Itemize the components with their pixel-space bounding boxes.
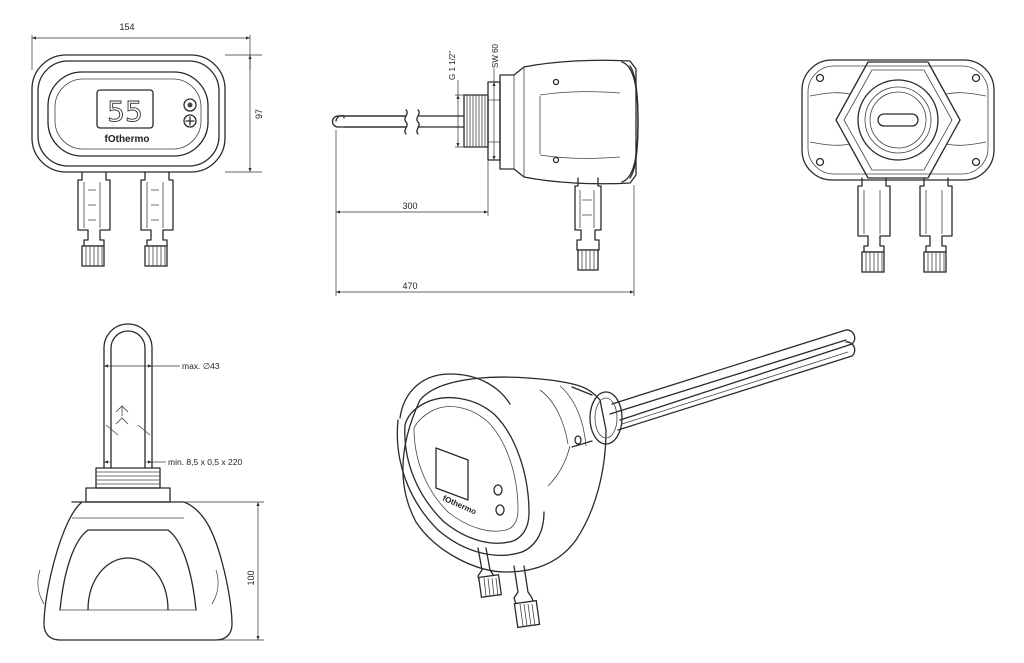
front-connector-right [140, 171, 174, 267]
front-height-dim: 97 [254, 109, 264, 119]
front-mode-button-icon [183, 98, 197, 112]
side-length-total: 470 [402, 281, 417, 291]
side-thread-label: G 1 1/2" [448, 51, 457, 80]
side-wrench-label: SW 60 [491, 43, 500, 68]
bottom-view: max. ∅43 min. 8,5 x 0,5 x 220 100 [37, 323, 264, 641]
front-view: 154 97 55 fOthermo [31, 22, 264, 267]
iso-view: fOthermo [396, 329, 856, 629]
front-width-dim: 154 [119, 22, 134, 32]
front-display-value: 55 [107, 95, 143, 128]
bottom-tube-spec: min. 8,5 x 0,5 x 220 [168, 457, 242, 467]
front-brand-label: fOthermo [105, 134, 150, 145]
rear-view [801, 59, 995, 273]
bottom-height-dim: 100 [246, 570, 256, 585]
side-view: G 1 1/2" SW 60 300 470 [331, 43, 639, 296]
side-length-element: 300 [402, 201, 417, 211]
bottom-element-diameter: max. ∅43 [182, 361, 220, 371]
front-plus-button-icon [183, 114, 197, 128]
front-connector-left [77, 171, 111, 267]
